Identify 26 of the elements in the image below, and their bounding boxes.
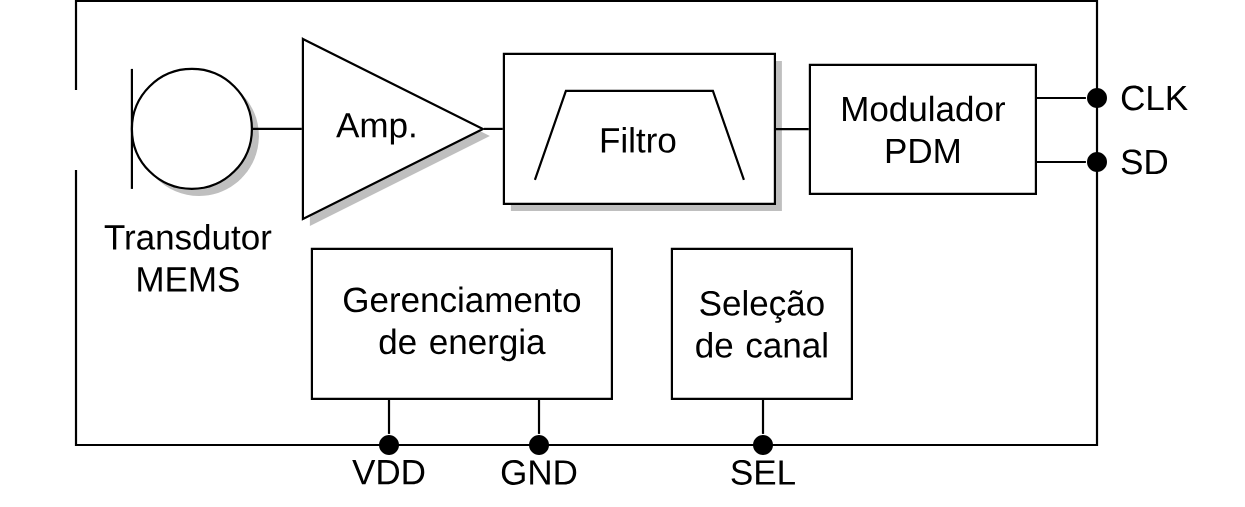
node-label: GND	[501, 460, 577, 485]
block-box: Seleção de canal	[670, 247, 853, 400]
node-label: SD	[1121, 149, 1168, 175]
connector-line	[776, 128, 809, 131]
connector-line	[484, 127, 503, 130]
filter-box: Filtro	[502, 52, 782, 211]
node-label: Transdutor MEMS	[104, 224, 272, 292]
block-box: Gerenciamento de energia	[310, 247, 613, 400]
connector-line	[1037, 96, 1086, 100]
connector-line	[387, 400, 391, 434]
connector-line	[761, 400, 765, 434]
connector-line	[253, 127, 302, 130]
microphone-transducer: Transdutor MEMS	[104, 67, 272, 292]
chip-outline	[74, 0, 1099, 447]
pin-terminal: GND	[501, 435, 577, 485]
node-label: CLK	[1121, 85, 1188, 111]
block-box: Modulador PDM	[808, 63, 1037, 195]
node-label: SEL	[731, 460, 795, 485]
pin-terminal: CLK	[1087, 85, 1188, 111]
node-label: VDD	[352, 460, 425, 485]
connector-line	[537, 400, 541, 434]
pin-terminal: SEL	[731, 435, 795, 485]
connector-line	[1037, 160, 1086, 164]
amplifier-triangle: Amp.	[301, 37, 490, 226]
pin-terminal: VDD	[352, 435, 425, 485]
pin-terminal: SD	[1087, 149, 1168, 175]
